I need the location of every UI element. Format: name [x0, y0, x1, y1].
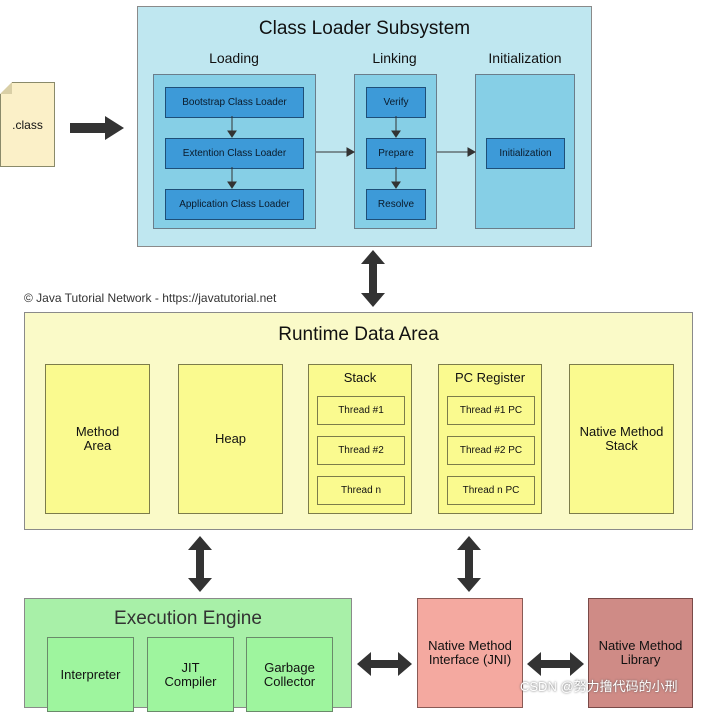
- double-arrow-execution-jni: [357, 652, 412, 676]
- application-class-loader: Application Class Loader: [165, 189, 304, 220]
- prepare-step: Prepare: [366, 138, 426, 169]
- method-area: Method Area: [45, 364, 150, 514]
- stack-thread-1: Thread #1: [317, 396, 405, 425]
- native-method-stack-label: Native Method Stack: [579, 424, 664, 453]
- stack-title: Stack: [343, 369, 377, 385]
- loading-title: Loading: [209, 50, 259, 66]
- stack-thread-2: Thread #2: [317, 436, 405, 465]
- resolve-step: Resolve: [366, 189, 426, 220]
- gc-label: Garbage Collector: [263, 659, 316, 689]
- bootstrap-class-loader: Bootstrap Class Loader: [165, 87, 304, 118]
- runtime-title: Runtime Data Area: [278, 324, 439, 345]
- linking-panel: Verify Prepare Resolve: [354, 74, 437, 229]
- class-loader-subsystem: Class Loader Subsystem Loading Bootstrap…: [137, 6, 592, 247]
- class-file-icon: .class: [0, 82, 55, 167]
- pc-thread-2: Thread #2 PC: [447, 436, 535, 465]
- loading-arrows: [227, 116, 237, 189]
- extention-class-loader: Extention Class Loader: [165, 138, 304, 169]
- arrow-class-to-loader: [70, 116, 124, 140]
- stack-thread-n: Thread n: [317, 476, 405, 505]
- execution-engine: Execution Engine Interpreter JIT Compile…: [24, 598, 352, 712]
- pc-register-panel: PC Register Thread #1 PC Thread #2 PC Th…: [438, 364, 542, 514]
- execution-engine-title: Execution Engine: [114, 608, 262, 629]
- stack-panel: Stack Thread #1 Thread #2 Thread n: [308, 364, 412, 514]
- class-loader-title: Class Loader Subsystem: [258, 18, 471, 39]
- double-arrow-runtime-jni: [457, 536, 481, 592]
- linking-arrows: [391, 116, 401, 189]
- linking-title: Linking: [372, 50, 417, 66]
- native-lib-label: Native Method Library: [598, 637, 683, 667]
- initialization-panel: Initialization: [475, 74, 575, 229]
- jit-compiler: JIT Compiler: [147, 637, 234, 712]
- jni-label: Native Method Interface (JNI): [428, 637, 512, 667]
- garbage-collector: Garbage Collector: [246, 637, 333, 712]
- class-file-label: .class: [12, 117, 43, 132]
- native-method-stack: Native Method Stack: [569, 364, 674, 514]
- csdn-watermark: CSDN @努力撸代码的小刑: [520, 679, 678, 694]
- native-method-interface: Native Method Interface (JNI): [417, 598, 523, 708]
- double-arrow-loader-runtime: [361, 250, 385, 307]
- pc-thread-n: Thread n PC: [447, 476, 535, 505]
- pc-register-title: PC Register: [454, 369, 526, 385]
- double-arrow-runtime-execution: [188, 536, 212, 592]
- initialization-title: Initialization: [488, 50, 562, 66]
- phase-arrows: [316, 147, 477, 157]
- initialization-step: Initialization: [486, 138, 565, 169]
- heap: Heap: [178, 364, 283, 514]
- runtime-data-area: Runtime Data Area Method Area Heap Stack…: [24, 312, 693, 530]
- loading-panel: Bootstrap Class Loader Extention Class L…: [153, 74, 316, 229]
- file-corner: [0, 82, 12, 94]
- copyright-text: © Java Tutorial Network - https://javatu…: [24, 291, 277, 305]
- native-method-library: Native Method Library: [588, 598, 693, 708]
- interpreter: Interpreter: [47, 637, 134, 712]
- heap-label: Heap: [214, 431, 247, 447]
- double-arrow-jni-library: [527, 652, 584, 676]
- pc-thread-1: Thread #1 PC: [447, 396, 535, 425]
- jit-label: JIT Compiler: [164, 659, 217, 689]
- method-area-label: Method Area: [75, 424, 120, 453]
